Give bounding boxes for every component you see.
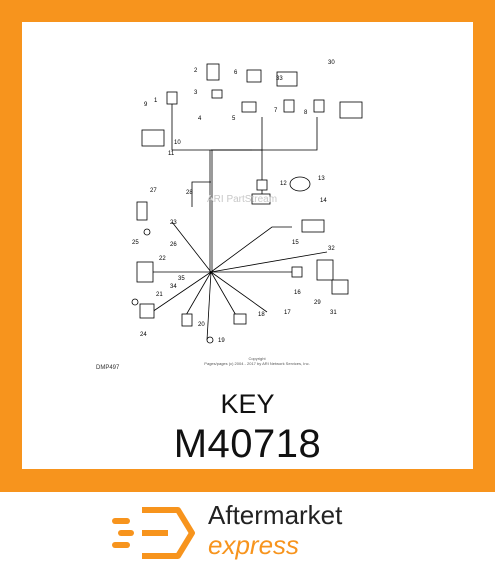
callout-8: 8 bbox=[304, 110, 308, 116]
callout-5: 5 bbox=[232, 116, 236, 122]
callout-29: 29 bbox=[314, 300, 321, 306]
brand-name-express: express bbox=[208, 530, 300, 560]
part-number: M40718 bbox=[173, 422, 322, 466]
callout-11: 11 bbox=[168, 151, 175, 157]
callout-3: 3 bbox=[194, 90, 198, 96]
callout-28: 28 bbox=[186, 190, 193, 196]
product-title: KEY bbox=[220, 389, 275, 419]
callout-31: 31 bbox=[330, 310, 337, 316]
callout-24: 24 bbox=[140, 332, 147, 338]
callout-7: 7 bbox=[274, 108, 278, 114]
callout-4: 4 bbox=[198, 116, 202, 122]
callout-15: 15 bbox=[292, 240, 299, 246]
callout-21: 21 bbox=[156, 292, 163, 298]
watermark: ARI PartStream bbox=[207, 194, 278, 205]
callout-20: 20 bbox=[198, 322, 205, 328]
parts-diagram: 2 3 1 4 5 6 7 8 9 10 11 12 13 14 15 16 1 bbox=[22, 22, 473, 382]
callout-33: 33 bbox=[276, 76, 283, 82]
callout-22: 22 bbox=[159, 256, 166, 262]
copyright-line-2: Pages/pages (c) 2004 - 2017 by ARI Netwo… bbox=[204, 361, 310, 366]
callout-6: 6 bbox=[234, 70, 238, 76]
callout-34: 34 bbox=[170, 284, 177, 290]
callout-26: 26 bbox=[170, 242, 177, 248]
callout-30: 30 bbox=[328, 60, 335, 66]
callout-12: 12 bbox=[280, 181, 287, 187]
callout-18: 18 bbox=[258, 312, 265, 318]
callout-16: 16 bbox=[294, 290, 301, 296]
callout-25: 25 bbox=[132, 240, 139, 246]
copyright-notice: Copyright Pages/pages (c) 2004 - 2017 by… bbox=[192, 356, 322, 366]
callout-35: 35 bbox=[178, 276, 185, 282]
callout-1: 1 bbox=[154, 98, 158, 104]
callout-19: 19 bbox=[218, 338, 225, 344]
copyright-line-1: Copyright bbox=[248, 356, 266, 361]
brand-logo: Aftermarket express bbox=[0, 492, 495, 575]
callout-2: 2 bbox=[194, 68, 198, 74]
callout-27: 27 bbox=[150, 188, 157, 194]
callout-9: 9 bbox=[144, 102, 148, 108]
callout-17: 17 bbox=[284, 310, 291, 316]
express-hexagon-icon bbox=[112, 507, 195, 559]
wiring-harness-drawing: 2 3 1 4 5 6 7 8 9 10 11 12 13 14 15 16 1 bbox=[131, 60, 363, 344]
callout-14: 14 bbox=[320, 198, 327, 204]
orange-frame: 2 3 1 4 5 6 7 8 9 10 11 12 13 14 15 16 1 bbox=[0, 0, 495, 492]
brand-name-aftermarket: Aftermarket bbox=[208, 500, 343, 530]
diagram-code: DMP497 bbox=[96, 365, 120, 371]
callout-10: 10 bbox=[174, 140, 181, 146]
callout-23: 23 bbox=[170, 220, 177, 226]
callout-13: 13 bbox=[318, 176, 325, 182]
product-panel: 2 3 1 4 5 6 7 8 9 10 11 12 13 14 15 16 1 bbox=[22, 22, 473, 469]
callout-32: 32 bbox=[328, 246, 335, 252]
